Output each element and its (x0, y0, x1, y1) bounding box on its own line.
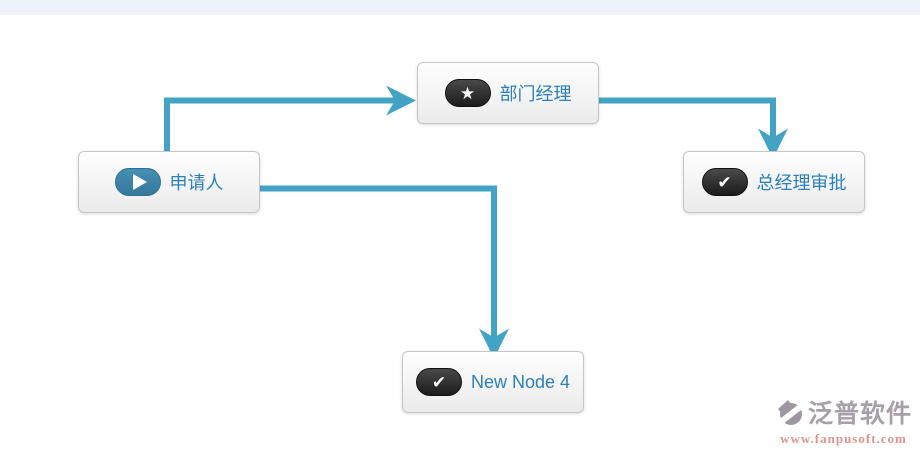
node-label: 申请人 (169, 173, 224, 193)
check-icon: ✔ (701, 168, 748, 196)
play-icon (114, 168, 161, 196)
flow-node-gm-approval[interactable]: ✔ 总经理审批 (683, 151, 865, 213)
top-bar (0, 0, 920, 15)
watermark: 泛普软件 www.fanpusoft.com (774, 394, 912, 447)
fanpu-logo-icon (774, 399, 805, 427)
star-icon: ★ (444, 79, 491, 107)
connector-deptmanager-gmapproval (597, 97, 776, 139)
watermark-brand: 泛普软件 (807, 400, 912, 428)
connector-applicant-deptmanager (164, 97, 396, 159)
flow-node-new-node-4[interactable]: ✔ New Node 4 (402, 351, 584, 413)
arrowhead-right-icon (386, 85, 416, 116)
node-label: New Node 4 (470, 371, 571, 392)
flow-node-applicant[interactable]: 申请人 (78, 151, 260, 213)
connector-applicant-newnode4 (258, 185, 497, 339)
check-icon: ✔ (415, 368, 462, 396)
node-label: 部门经理 (499, 84, 572, 104)
flow-node-dept-manager[interactable]: ★ 部门经理 (417, 62, 599, 124)
node-label: 总经理审批 (756, 173, 847, 193)
watermark-url: www.fanpusoft.com (780, 431, 907, 446)
workflow-canvas[interactable]: 申请人 ★ 部门经理 ✔ 总经理审批 ✔ New Node 4 泛普软件 www… (0, 15, 920, 454)
